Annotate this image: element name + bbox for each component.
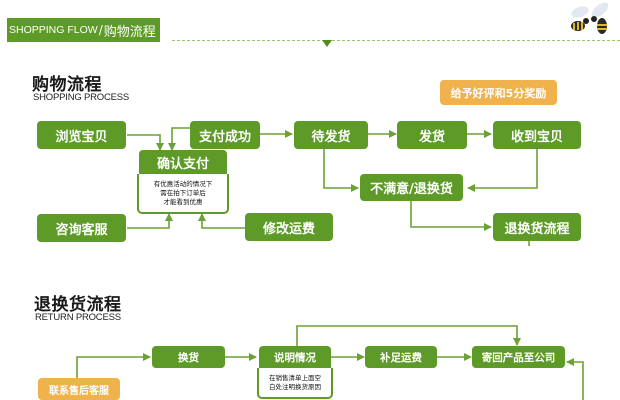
returns-title-en: RETURN PROCESS xyxy=(35,312,121,323)
connector-consult-confirm xyxy=(127,213,173,229)
step-pay-success: 支付成功 xyxy=(190,121,260,149)
returns-title-cn: 退换货流程 xyxy=(34,295,122,315)
step-shipped: 发货 xyxy=(397,121,467,149)
shopping-title-en: SHOPPING PROCESS xyxy=(33,92,130,103)
header-banner: SHOPPING FLOW / 购物流程 xyxy=(7,18,160,42)
step-dissatisfied-return: 不满意/退换货 xyxy=(360,174,463,201)
connector-dissatisfied-return xyxy=(410,201,492,231)
step-exchange: 换货 xyxy=(152,346,225,368)
step-contact-after-sales: 联系售后客服 xyxy=(38,378,120,400)
header-dashed-divider xyxy=(172,40,620,41)
step-received: 收到宝贝 xyxy=(493,121,581,149)
connector-bottom-sendback xyxy=(566,358,584,400)
triangle-down-icon xyxy=(322,40,332,47)
connector-contact-exchange xyxy=(76,353,151,380)
step-consult-service: 咨询客服 xyxy=(37,214,126,242)
banner-title-en: SHOPPING FLOW xyxy=(9,24,98,36)
step-return-process: 退换货流程 xyxy=(493,213,581,241)
connector-modify-confirm xyxy=(198,213,245,229)
explain-situation-note: 在销售清单上面空 白处注明换货原因 xyxy=(257,368,333,399)
step-confirm-payment: 确认支付 xyxy=(139,150,227,174)
shopping-title-cn: 购物流程 xyxy=(32,75,102,95)
connector-explain-topline xyxy=(296,325,521,346)
note-line: 有优惠活动的情况下 xyxy=(153,179,213,188)
step-pay-extra-shipping: 补足运费 xyxy=(365,346,437,368)
banner-title-cn: 购物流程 xyxy=(103,24,156,40)
bees-icon xyxy=(571,2,609,34)
step-modify-shipping: 修改运费 xyxy=(245,213,333,241)
connector-pay-confirm xyxy=(168,127,190,151)
note-line: 才能看到优惠 xyxy=(163,197,203,206)
connector-browse-confirm xyxy=(127,134,164,151)
reward-badge: 给予好评和5分奖励 xyxy=(440,80,557,105)
connector-awaiting-dissatisfied xyxy=(323,148,359,192)
note-line: 在销售清单上面空 xyxy=(269,373,321,382)
connector-received-dissatisfied xyxy=(467,148,538,192)
note-line: 需在拍下订单后 xyxy=(160,188,206,197)
step-browse: 浏览宝贝 xyxy=(37,121,126,149)
step-explain-situation: 说明情况 xyxy=(259,346,331,368)
confirm-payment-note: 有优惠活动的情况下 需在拍下订单后 才能看到优惠 xyxy=(137,174,229,214)
banner-separator: / xyxy=(98,23,103,37)
step-awaiting-shipment: 待发货 xyxy=(294,121,368,149)
note-line: 白处注明换货原因 xyxy=(269,382,321,391)
step-send-back: 寄回产品至公司 xyxy=(472,346,565,368)
